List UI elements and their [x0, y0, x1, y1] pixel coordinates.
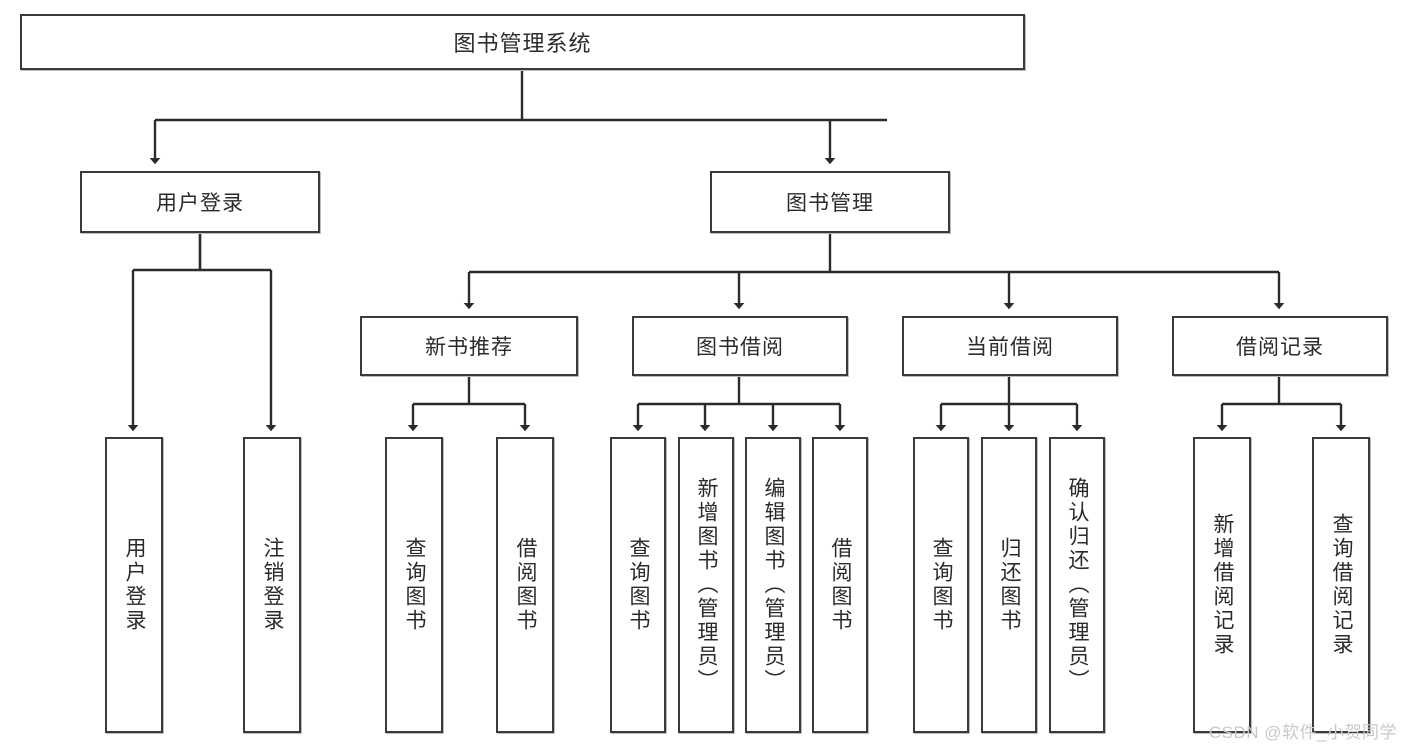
node-leaf-borrow-book-1[interactable]: 借阅图书 [496, 437, 554, 733]
node-label: 用户登录 [123, 537, 147, 633]
node-label: 查询图书 [403, 537, 427, 633]
node-label: 查询图书 [930, 537, 954, 633]
node-leaf-add-book[interactable]: 新增图书（管理员） [678, 437, 734, 733]
node-borrow-record[interactable]: 借阅记录 [1172, 316, 1388, 376]
node-leaf-query-book-2[interactable]: 查询图书 [610, 437, 666, 733]
node-label: 确认归还（管理员） [1066, 477, 1090, 693]
node-label: 借阅记录 [1236, 336, 1324, 359]
node-label: 当前借阅 [966, 336, 1054, 359]
node-user-login[interactable]: 用户登录 [80, 171, 320, 233]
node-label: 查询借阅记录 [1330, 513, 1354, 657]
node-label: 用户登录 [156, 192, 244, 215]
node-label: 图书管理 [786, 192, 874, 215]
node-label: 新增图书（管理员） [695, 477, 719, 693]
node-label: 查询图书 [627, 537, 651, 633]
node-new-book-recommend[interactable]: 新书推荐 [360, 316, 578, 376]
node-label: 编辑图书（管理员） [762, 477, 786, 693]
node-label: 新书推荐 [425, 336, 513, 359]
node-book-borrow[interactable]: 图书借阅 [632, 316, 848, 376]
node-leaf-query-book-1[interactable]: 查询图书 [385, 437, 443, 733]
node-label: 归还图书 [998, 537, 1022, 633]
node-book-manage[interactable]: 图书管理 [710, 171, 950, 233]
node-label: 新增借阅记录 [1211, 513, 1235, 657]
node-label: 借阅图书 [829, 537, 853, 633]
node-leaf-user-login[interactable]: 用户登录 [105, 437, 163, 733]
node-leaf-confirm-return[interactable]: 确认归还（管理员） [1049, 437, 1105, 733]
node-current-borrow[interactable]: 当前借阅 [902, 316, 1118, 376]
csdn-watermark: CSDN @软件_小贺同学 [1208, 723, 1397, 742]
node-label: 借阅图书 [514, 537, 538, 633]
node-leaf-return-book[interactable]: 归还图书 [981, 437, 1037, 733]
node-label: 注销登录 [261, 537, 285, 633]
node-label: 图书借阅 [696, 336, 784, 359]
node-leaf-edit-book[interactable]: 编辑图书（管理员） [745, 437, 801, 733]
node-leaf-query-book-3[interactable]: 查询图书 [913, 437, 969, 733]
node-leaf-query-record[interactable]: 查询借阅记录 [1312, 437, 1370, 733]
node-leaf-logout[interactable]: 注销登录 [243, 437, 301, 733]
node-root-system[interactable]: 图书管理系统 [20, 14, 1025, 70]
node-leaf-add-record[interactable]: 新增借阅记录 [1193, 437, 1251, 733]
node-leaf-borrow-book-2[interactable]: 借阅图书 [812, 437, 868, 733]
node-label: 图书管理系统 [453, 31, 592, 56]
